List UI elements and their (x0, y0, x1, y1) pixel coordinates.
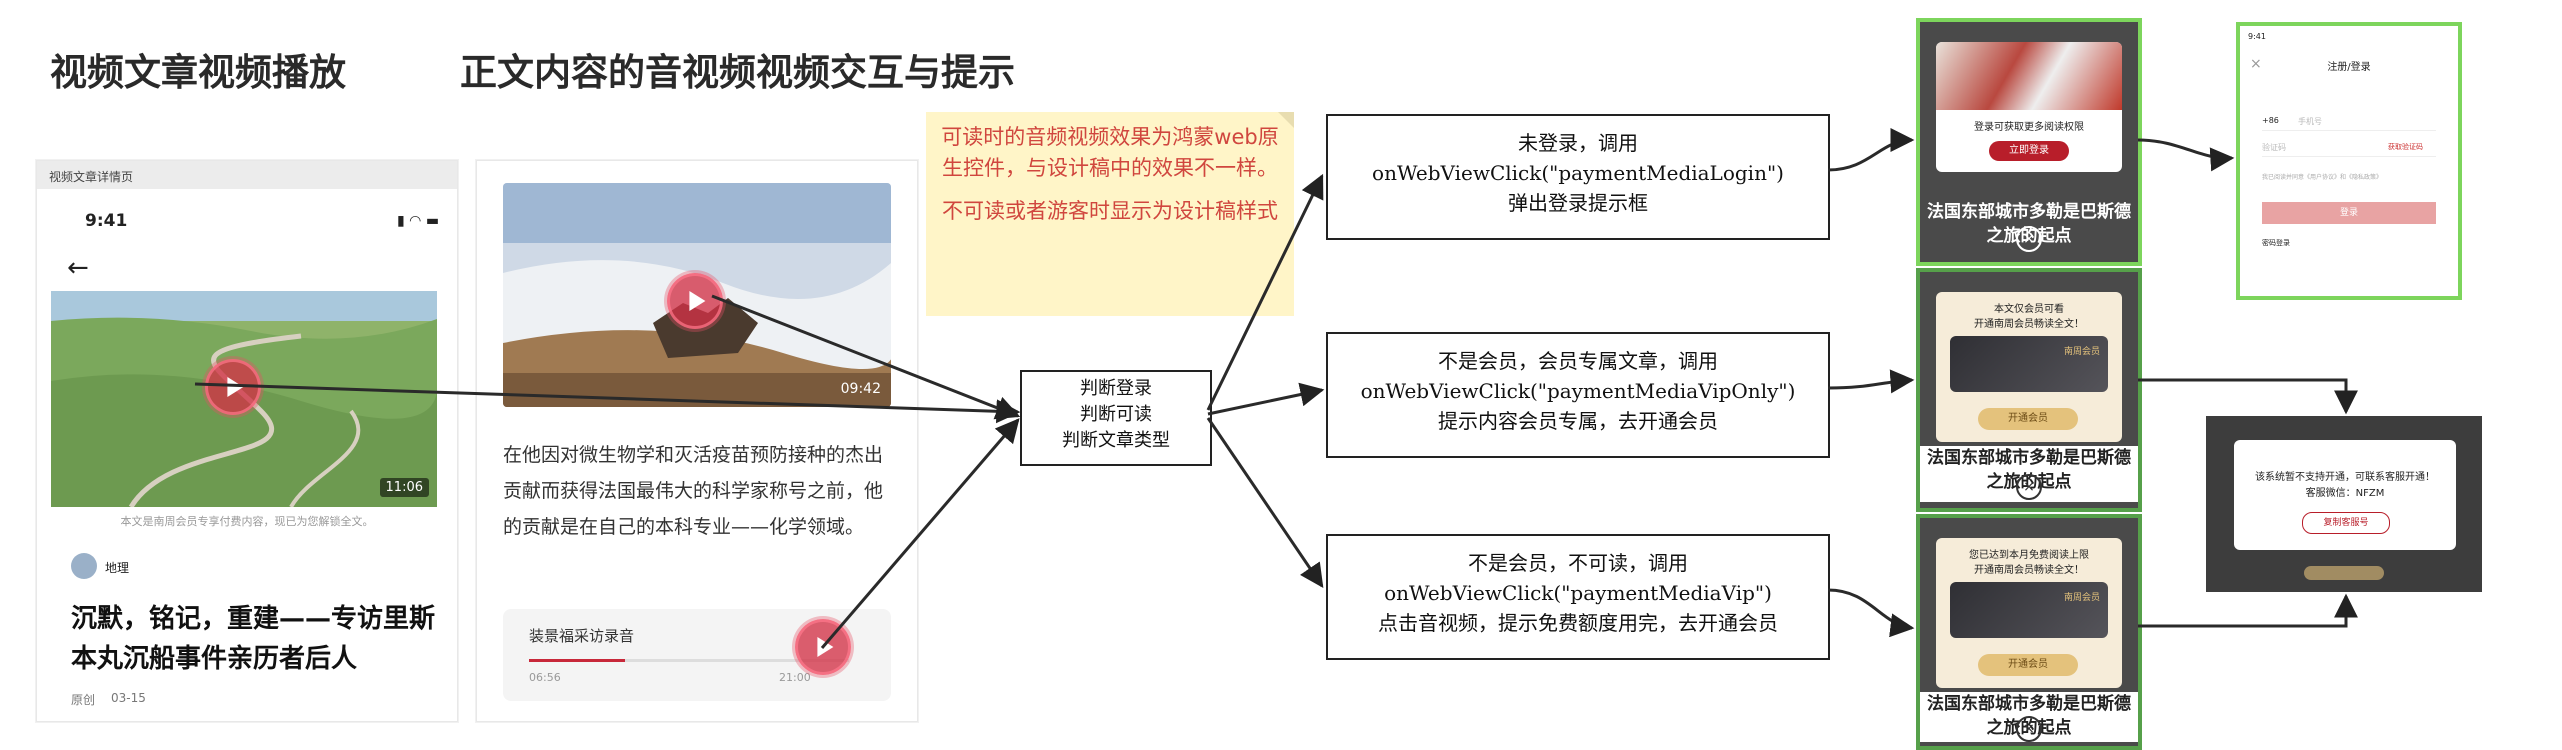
arrow-video2-to-decision (711, 294, 1021, 420)
status-icons: ▮ ◠ ▬ (397, 213, 440, 229)
back-arrow-icon[interactable]: ← (67, 253, 89, 283)
branch-vip-only-line-1: 不是会员，会员专属文章，调用 (1438, 349, 1718, 373)
video-duration: 11:06 (379, 478, 429, 497)
unsupported-line-1: 该系统暂不支持开通，可联系客服开通！ (2255, 472, 2435, 483)
author-name[interactable]: 地理 (105, 561, 130, 575)
vip-line-2: 开通南周会员畅读全文！ (1974, 565, 2084, 576)
branch-login-line-1: 未登录，调用 (1518, 131, 1638, 155)
branch-login-box: 未登录，调用 onWebViewClick("paymentMediaLogin… (1326, 114, 1830, 240)
branch-vip-line-1: 不是会员，不可读，调用 (1468, 551, 1688, 575)
audio-title: 装景福采访录音 (529, 627, 635, 645)
meta-date: 03-15 (111, 691, 146, 705)
close-x-icon[interactable]: × (2250, 56, 2262, 72)
arrow-decision-to-vip (1206, 417, 1324, 588)
author-avatar[interactable] (71, 553, 97, 579)
audio-total: 21:00 (779, 671, 811, 684)
heading-media-interaction: 正文内容的音视频视频交互与提示 (460, 50, 1015, 94)
branch-vip-only-line-2: onWebViewClick("paymentMediaVipOnly") (1360, 379, 1796, 403)
arrow-vip-only-to-thumb (1827, 369, 1915, 394)
agreement-text[interactable]: 我已阅读并同意《用户协议》和《隐私政策》 (2262, 174, 2383, 181)
article-headline: 沉默，铭记，重建——专访里斯本丸沉船事件亲历者后人 (71, 604, 436, 674)
code-input[interactable]: 验证码 (2262, 143, 2286, 152)
vip-open-button[interactable]: 开通会员 (1978, 654, 2078, 676)
phone-divider (2262, 130, 2436, 131)
arrow-vip-to-thumb (1827, 588, 1915, 638)
decision-box: 判断登录 判断可读 判断文章类型 (1020, 370, 1212, 466)
arrow-thumb-to-login-page (2137, 138, 2235, 172)
video-duration-2: 09:42 (840, 381, 881, 397)
meta-source: 原创 (71, 693, 96, 707)
close-icon-3[interactable]: × (2016, 716, 2042, 742)
decision-line-1: 判断登录 (1080, 378, 1152, 399)
copy-service-button[interactable]: 复制客服号 (2302, 512, 2390, 534)
vip-modal-card: 您已达到本月免费阅读上限 开通南周会员畅读全文！ 南周会员 开通会员 (1936, 538, 2122, 688)
thumb-vip-only-modal: 本文仅会员可看 开通南周会员畅读全文！ 南周会员 开通会员 法国东部城市多勒是巴… (1916, 268, 2142, 512)
arrow-decision-to-login (1206, 173, 1324, 411)
implementation-note: 可读时的音频视频效果为鸿蒙web原生控件，与设计稿中的效果不一样。 不可读或者游… (926, 112, 1294, 316)
login-submit-button[interactable]: 登录 (2262, 202, 2436, 224)
paywall-note: 本文是南周会员专享付费内容，现已为您解锁全文。 (120, 515, 374, 528)
unsupported-modal-screen: 该系统暂不支持开通，可联系客服开通！ 客服微信：NFZM 复制客服号 (2206, 416, 2482, 592)
unsupported-line-2: 客服微信：NFZM (2305, 488, 2385, 499)
note-paragraph-1: 可读时的音频视频效果为鸿蒙web原生控件，与设计稿中的效果不一样。 (941, 125, 1279, 180)
vip-only-line-1: 本文仅会员可看 (1994, 304, 2064, 315)
thumb-login-modal: 登录可获取更多阅读权限 立即登录 法国东部城市多勒是巴斯德之旅的起点 × (1916, 18, 2142, 266)
decision-line-3: 判断文章类型 (1062, 430, 1170, 451)
unsupported-modal-card: 该系统暂不支持开通，可联系客服开通！ 客服微信：NFZM 复制客服号 (2234, 440, 2456, 550)
branch-vip-line-3: 点击音视频，提示免费额度用完，去开通会员 (1378, 611, 1778, 635)
arrow-vip-only-to-unsupported (2138, 378, 2358, 415)
branch-login-line-3: 弹出登录提示框 (1508, 191, 1648, 215)
note-fold-corner (1278, 112, 1294, 128)
get-code-button[interactable]: 获取验证码 (2388, 143, 2423, 151)
status-time: 9:41 (85, 211, 128, 231)
vip-brand-2: 南周会员 (2063, 593, 2100, 603)
thumb-vip-modal: 您已达到本月免费阅读上限 开通南周会员畅读全文！ 南周会员 开通会员 法国东部城… (1916, 514, 2142, 750)
vip-only-line-2: 开通南周会员畅读全文！ (1974, 319, 2084, 330)
vip-line-1: 您已达到本月免费阅读上限 (1969, 550, 2089, 561)
vip-card-image-2: 南周会员 (1950, 582, 2108, 638)
branch-vip-line-2: onWebViewClick("paymentMediaVip") (1384, 581, 1772, 605)
login-modal-card: 登录可获取更多阅读权限 立即登录 (1936, 42, 2122, 172)
branch-vip-only-box: 不是会员，会员专属文章，调用 onWebViewClick("paymentMe… (1326, 332, 1830, 458)
phone-article-body: 09:42 在他因对微生物学和灭活疫苗预防接种的杰出贡献而获得法国最伟大的科学家… (476, 160, 918, 722)
vip-brand: 南周会员 (2063, 347, 2100, 357)
note-paragraph-2: 不可读或者游客时显示为设计稿样式 (942, 199, 1278, 223)
page-label-bar (37, 161, 457, 189)
bg-open-vip-button (2304, 566, 2384, 580)
login-page-title: 注册/登录 (2327, 62, 2371, 73)
arrow-decision-to-vip-only (1207, 382, 1325, 416)
login-page-screen: 9:41 × 注册/登录 +86 手机号 验证码 获取验证码 我已阅读并同意《用… (2236, 22, 2462, 300)
vip-only-modal-card: 本文仅会员可看 开通南周会员畅读全文！ 南周会员 开通会员 (1936, 292, 2122, 442)
heading-video-article: 视频文章视频播放 (50, 50, 346, 94)
branch-vip-box: 不是会员，不可读，调用 onWebViewClick("paymentMedia… (1326, 534, 1830, 660)
code-divider (2262, 156, 2436, 157)
page-label: 视频文章详情页 (49, 170, 134, 184)
vip-card-image: 南周会员 (1950, 336, 2108, 392)
article-body-text: 在他因对微生物学和灭活疫苗预防接种的杰出贡献而获得法国最伟大的科学家称号之前，他… (503, 444, 884, 538)
audio-progress-fill (529, 659, 625, 662)
phone-input[interactable]: 手机号 (2298, 117, 2322, 126)
arrow-audio-to-decision (820, 418, 1020, 649)
login-modal-text: 登录可获取更多阅读权限 (1974, 122, 2084, 133)
country-code[interactable]: +86 (2262, 116, 2279, 125)
phone-video-article: 视频文章详情页 9:41 ▮ ◠ ▬ ← 11:06 本文是南周会员专享付费内容… (36, 160, 458, 722)
login-now-button[interactable]: 立即登录 (1989, 141, 2069, 161)
branch-login-line-2: onWebViewClick("paymentMediaLogin") (1372, 161, 1784, 185)
branch-vip-only-line-3: 提示内容会员专属，去开通会员 (1438, 409, 1718, 433)
login-status-time: 9:41 (2248, 32, 2266, 41)
arrow-vip-to-unsupported (2138, 593, 2358, 628)
decision-line-2: 判断可读 (1080, 404, 1152, 425)
vip-only-open-button[interactable]: 开通会员 (1978, 408, 2078, 430)
close-icon[interactable]: × (2016, 226, 2042, 252)
audio-progress-track[interactable] (529, 659, 849, 662)
password-login-link[interactable]: 密码登录 (2262, 239, 2290, 247)
arrow-login-to-thumb (1827, 128, 1915, 172)
audio-elapsed: 06:56 (529, 671, 561, 684)
close-icon-2[interactable]: × (2016, 474, 2042, 500)
login-modal-banner (1936, 42, 2122, 110)
arrow-video-to-decision (194, 382, 1021, 424)
